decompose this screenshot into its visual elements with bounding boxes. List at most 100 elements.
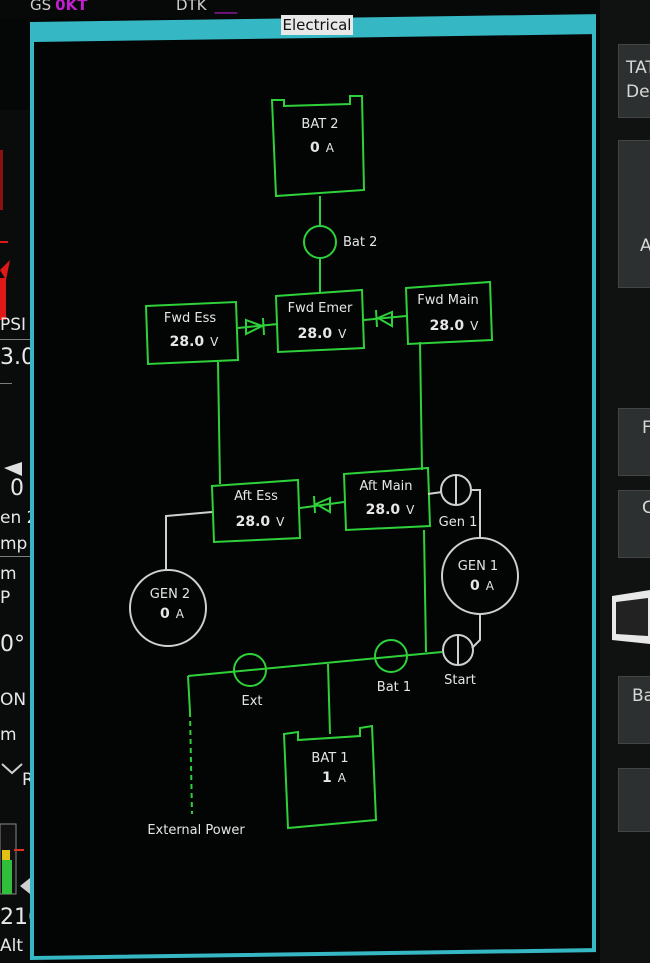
- m-label-1: m: [0, 564, 17, 584]
- gs-label: GS: [30, 0, 52, 14]
- r-label: R: [22, 770, 34, 790]
- degree-value: 0°: [0, 632, 25, 657]
- aft-ess-unit: V: [276, 515, 285, 529]
- fwdmain-aftmain-line: [419, 341, 423, 471]
- left-pointer-icon: [4, 462, 22, 476]
- gen2-feed-line: [165, 511, 213, 570]
- gen1-circle-icon: [441, 537, 519, 615]
- aftess-aftmain-line: [299, 501, 345, 509]
- bat1-value: 1: [322, 770, 332, 786]
- aft-main-label: Aft Main: [359, 479, 412, 494]
- fwd-main-value: 28.0: [430, 318, 465, 334]
- altitude-bar-gauge: [0, 823, 30, 895]
- fwd-ess-label: Fwd Ess: [164, 311, 216, 326]
- left-red-gauge: [0, 150, 10, 320]
- dtk-value: ___: [214, 0, 238, 14]
- a-label: A: [640, 236, 650, 256]
- ext-breaker-label: Ext: [241, 694, 262, 709]
- fwd-ess-value-text: 28.0 V: [170, 334, 220, 350]
- ext-bus-drop: [187, 675, 191, 713]
- aft-main-value-text: 28.0 V: [366, 502, 416, 518]
- fwd-emer-box-outline: [274, 288, 366, 354]
- gen2-circle-icon: [129, 569, 207, 647]
- gs-value: 0KT: [55, 0, 88, 14]
- fwd-main-label: Fwd Main: [417, 293, 479, 308]
- bat1-line: [327, 663, 331, 735]
- c-label: C: [642, 498, 650, 518]
- aircraft-icon: [612, 590, 650, 644]
- gen1-label: GEN 1: [458, 559, 498, 574]
- fwd-emer-value-text: 28.0 V: [298, 326, 348, 342]
- m-label-2: m: [0, 725, 17, 745]
- fwd-main-unit: V: [470, 319, 479, 333]
- bat1-unit: A: [338, 771, 347, 785]
- gen1-to-aftmain-line: [427, 491, 443, 495]
- gen1-value: 0: [470, 578, 480, 594]
- left-tick: [0, 383, 12, 384]
- main-bottom-bus: [187, 651, 443, 677]
- fwd-emer-unit: V: [338, 327, 347, 341]
- bat2-breaker-icon[interactable]: [303, 225, 337, 259]
- fwd-main-value-text: 28.0 V: [430, 318, 480, 334]
- aftmain-bus-line: [423, 529, 427, 653]
- aft-main-unit: V: [406, 503, 415, 517]
- pressure-value: 3.0: [0, 345, 35, 370]
- fwdess-fwdemer-line: [237, 323, 279, 329]
- start-breaker-icon[interactable]: [442, 634, 474, 666]
- desired-track-readout: DTK ___: [176, 0, 237, 14]
- ext-breaker-icon[interactable]: [233, 653, 267, 687]
- fwd-emer-value: 28.0: [298, 326, 333, 342]
- ba-label: Ba: [632, 686, 650, 706]
- left-zero-value: 0: [10, 476, 24, 501]
- external-power-dashed-line: [189, 711, 193, 815]
- tat-label: TAT: [626, 58, 650, 78]
- bat1-breaker-icon[interactable]: [374, 639, 408, 673]
- start-breaker-label: Start: [444, 673, 476, 688]
- p-label: P: [0, 588, 11, 608]
- gen1-unit: A: [486, 579, 495, 593]
- bat2-breaker-label: Bat 2: [343, 235, 377, 250]
- external-power-label: External Power: [147, 823, 245, 838]
- aftess-diode-icon: [313, 495, 331, 514]
- right-box-c[interactable]: [618, 490, 650, 558]
- fwd-ess-value: 28.0: [170, 334, 205, 350]
- psi-label: PSI: [0, 315, 27, 335]
- right-box-a[interactable]: [618, 140, 650, 288]
- fwdess-aftess-line: [217, 361, 221, 485]
- aft-main-value: 28.0: [366, 502, 401, 518]
- bat2-label: BAT 2: [301, 117, 338, 132]
- gen2-unit: A: [176, 607, 185, 621]
- fwdess-diode-icon: [245, 317, 265, 336]
- right-box-f[interactable]: [618, 408, 650, 476]
- dtk-label: DTK: [176, 0, 207, 14]
- fwdemer-fwdmain-line: [363, 315, 407, 321]
- fwd-ess-box-outline: [144, 300, 240, 366]
- gen2-label: GEN 2: [150, 587, 190, 602]
- bat2-value: 0: [310, 140, 320, 156]
- right-box-bottom[interactable]: [618, 768, 650, 832]
- gen1-lower-line: [471, 614, 481, 649]
- bat2-unit: A: [326, 141, 335, 155]
- aft-ess-label: Aft Ess: [234, 489, 278, 504]
- bat2-box-outline: [270, 95, 366, 198]
- gen1-upper-line: [470, 489, 481, 538]
- amp-label-left: mp: [0, 534, 28, 554]
- tat-box: [618, 44, 650, 118]
- panel-title: Electrical: [281, 15, 353, 35]
- f-label: F: [642, 418, 650, 438]
- on-label: ON: [0, 690, 27, 710]
- fwdmain-diode-icon: [375, 309, 393, 328]
- fwd-ess-unit: V: [210, 335, 219, 349]
- right-box-ba[interactable]: [618, 676, 650, 744]
- de-label: De: [626, 82, 650, 102]
- chevron-down-icon: [1, 763, 23, 775]
- fwd-emer-label: Fwd Emer: [288, 301, 353, 316]
